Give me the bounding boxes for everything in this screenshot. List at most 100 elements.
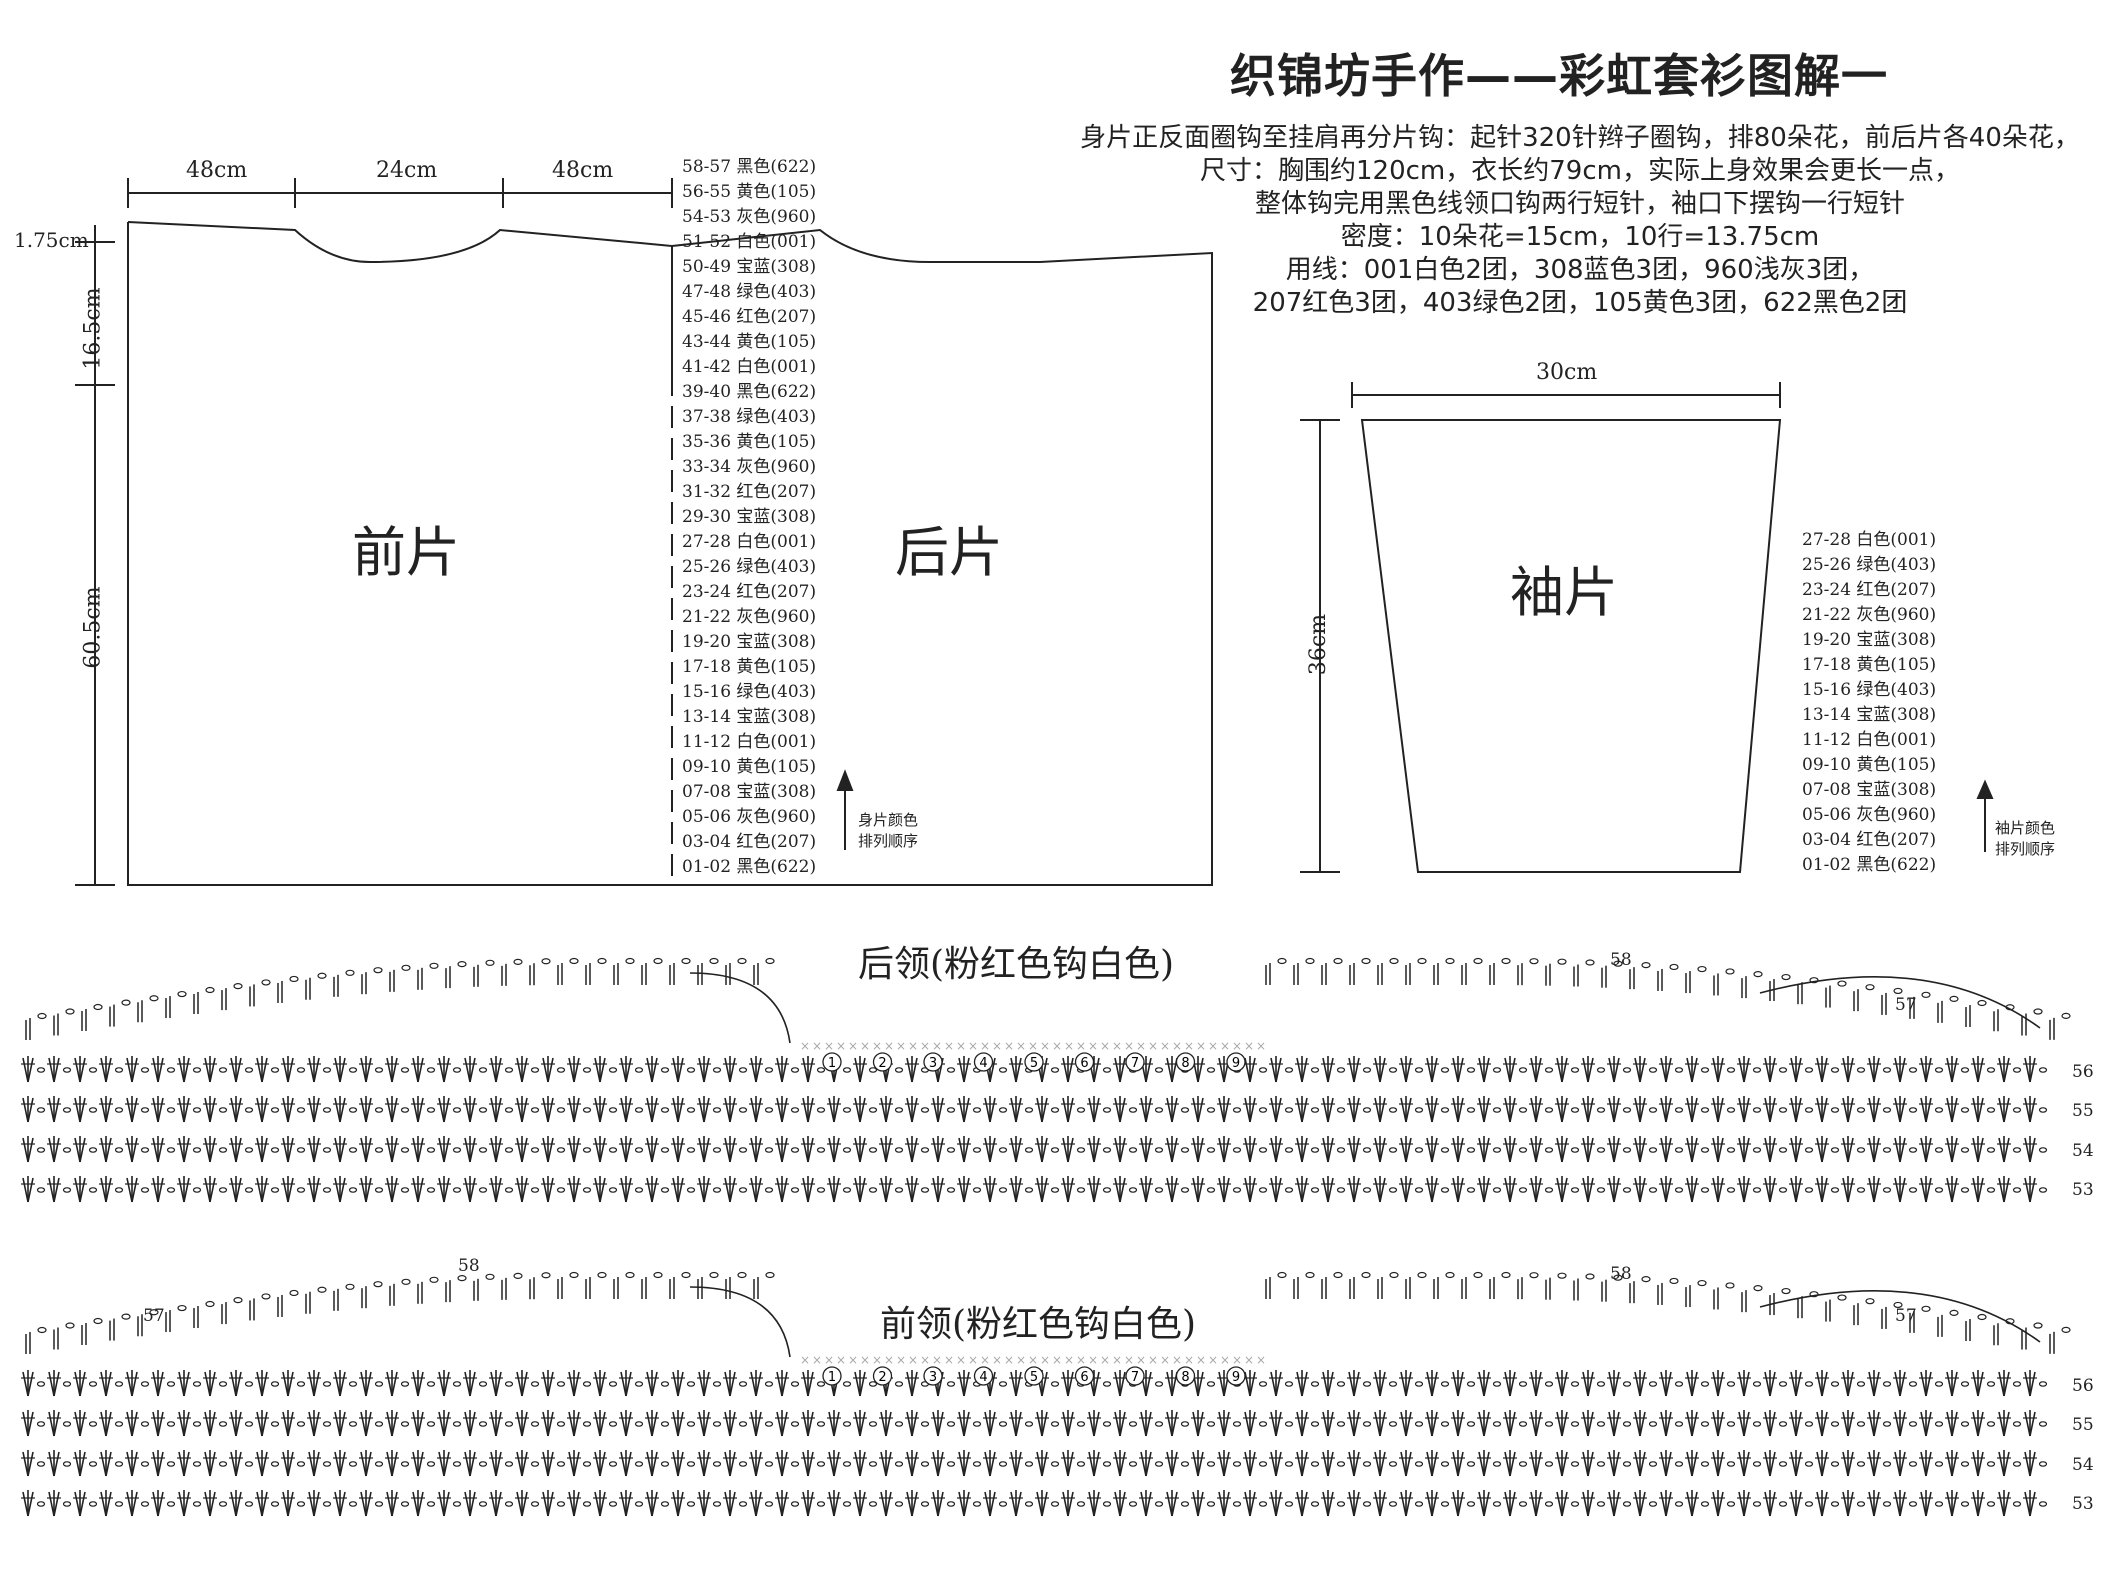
- stitch-symbol: [905, 1096, 930, 1123]
- stitch-symbol: [753, 1271, 775, 1299]
- stitch-symbol: [1451, 1410, 1476, 1437]
- stitch-symbol: [1841, 1096, 1866, 1123]
- stitch-symbol: [697, 1370, 722, 1397]
- color-row: 03-04 红色(207): [1802, 830, 1937, 850]
- stitch-symbol: [1945, 1096, 1970, 1123]
- stitch-symbol: [417, 962, 439, 990]
- stitch-symbol: [1997, 1490, 2022, 1517]
- sleeve-order-note: 袖片颜色 排列顺序: [1995, 818, 2055, 860]
- stitch-symbol: [801, 1370, 826, 1397]
- stitch-symbol: [593, 1410, 618, 1437]
- stitch-symbol: [957, 1410, 982, 1437]
- stitch-symbol: [879, 1096, 904, 1123]
- stitch-symbol: [1881, 1301, 1903, 1329]
- chain-stitch-symbol: ×: [932, 1039, 942, 1053]
- stitch-symbol: [1581, 1410, 1606, 1437]
- color-row: 11-12 白色(001): [682, 732, 817, 752]
- stitch-symbol: [1555, 1176, 1580, 1203]
- stitch-symbol: [281, 1490, 306, 1517]
- stitch-symbol: [1165, 1410, 1190, 1437]
- note-line: 密度：10朵花=15cm，10行=13.75cm: [1340, 222, 1820, 252]
- chain-stitch-symbol: ×: [1220, 1039, 1230, 1053]
- stitch-symbol: [81, 1317, 103, 1346]
- stitch-symbol: [1139, 1410, 1164, 1437]
- order-note-line: 袖片颜色: [1995, 819, 2056, 837]
- svg-text:9: 9: [1232, 1370, 1240, 1385]
- chain-stitch-symbol: ×: [1004, 1039, 1014, 1053]
- row-number: 56: [2072, 1062, 2094, 1082]
- stitch-symbol: [749, 1136, 774, 1163]
- stitch-symbol: [203, 1490, 228, 1517]
- stitch-symbol: [1035, 1490, 1060, 1517]
- stitch-symbol: [723, 1410, 748, 1437]
- color-row: 58-57 黑色(622): [682, 157, 817, 177]
- stitch-symbol: [21, 1136, 46, 1163]
- color-row: 21-22 灰色(960): [682, 607, 817, 627]
- stitch-symbol: [1269, 1176, 1294, 1203]
- sleeve-length-measure: 36cm: [1306, 613, 1332, 676]
- measure-1-75cm: 1.75cm: [14, 228, 89, 252]
- stitch-symbol: [515, 1136, 540, 1163]
- stitch-symbol: [437, 1136, 462, 1163]
- stitch-symbol: [957, 1056, 982, 1083]
- stitch-symbol: [1217, 1176, 1242, 1203]
- stitch-symbol: [827, 1410, 852, 1437]
- stitch-symbol: [1971, 1096, 1996, 1123]
- stitch-symbol: [567, 1370, 592, 1397]
- stitch-symbol: [1347, 1450, 1372, 1477]
- stitch-symbol: [307, 1490, 332, 1517]
- stitch-symbol: [1741, 971, 1763, 999]
- stitch-symbol: [983, 1490, 1008, 1517]
- color-row: 09-10 黄色(105): [1802, 755, 1937, 775]
- direction-arrow: [1759, 1290, 2041, 1343]
- stitch-symbol: [1867, 1176, 1892, 1203]
- chain-stitch-symbol: ×: [1172, 1353, 1182, 1367]
- stitch-symbol: [1321, 1096, 1346, 1123]
- color-row: 25-26 绿色(403): [682, 557, 817, 577]
- stitch-symbol: [1711, 1136, 1736, 1163]
- stitch-symbol: [1503, 1176, 1528, 1203]
- svg-text:1: 1: [828, 1370, 836, 1385]
- stitch-symbol: [1477, 1176, 1502, 1203]
- stitch-symbol: [671, 1490, 696, 1517]
- stitch-symbol: [905, 1056, 930, 1083]
- stitch-symbol: [1503, 1450, 1528, 1477]
- stitch-symbol: [1191, 1450, 1216, 1477]
- stitch-symbol: [177, 1410, 202, 1437]
- stitch-symbol: [1659, 1176, 1684, 1203]
- stitch-symbol: [1477, 1096, 1502, 1123]
- stitch-symbol: [1243, 1450, 1268, 1477]
- stitch-symbol: [983, 1176, 1008, 1203]
- stitch-symbol: [1711, 1450, 1736, 1477]
- chain-stitch-symbol: ×: [1016, 1039, 1026, 1053]
- stitch-symbol: [1425, 1056, 1450, 1083]
- stitch-symbol: [359, 1490, 384, 1517]
- stitch-symbol: [1841, 1490, 1866, 1517]
- stitch-symbol: [1815, 1176, 1840, 1203]
- stitch-symbol: [853, 1490, 878, 1517]
- stitch-symbol: [723, 1450, 748, 1477]
- stitch-symbol: [255, 1096, 280, 1123]
- chain-stitch-symbol: ×: [1124, 1039, 1134, 1053]
- stitch-symbol: [1489, 1271, 1511, 1299]
- chain-stitch-symbol: ×: [1100, 1353, 1110, 1367]
- stitch-symbol: [1581, 1176, 1606, 1203]
- stitch-symbol: [255, 1410, 280, 1437]
- chain-stitch-symbol: ×: [836, 1353, 846, 1367]
- stitch-symbol: [255, 1490, 280, 1517]
- stitch-symbol: [645, 1370, 670, 1397]
- motif-number: 1: [822, 1052, 842, 1072]
- stitch-symbol: [1741, 1285, 1763, 1313]
- stitch-symbol: [307, 1410, 332, 1437]
- stitch-symbol: [1191, 1410, 1216, 1437]
- stitch-symbol: [1425, 1410, 1450, 1437]
- stitch-symbol: [1035, 1410, 1060, 1437]
- stitch-symbol: [1529, 1176, 1554, 1203]
- stitch-symbol: [2021, 1322, 2043, 1350]
- stitch-symbol: [1893, 1096, 1918, 1123]
- stitch-symbol: [1269, 1370, 1294, 1397]
- stitch-symbol: [73, 1176, 98, 1203]
- stitch-symbol: [1087, 1450, 1112, 1477]
- stitch-symbol: [1555, 1096, 1580, 1123]
